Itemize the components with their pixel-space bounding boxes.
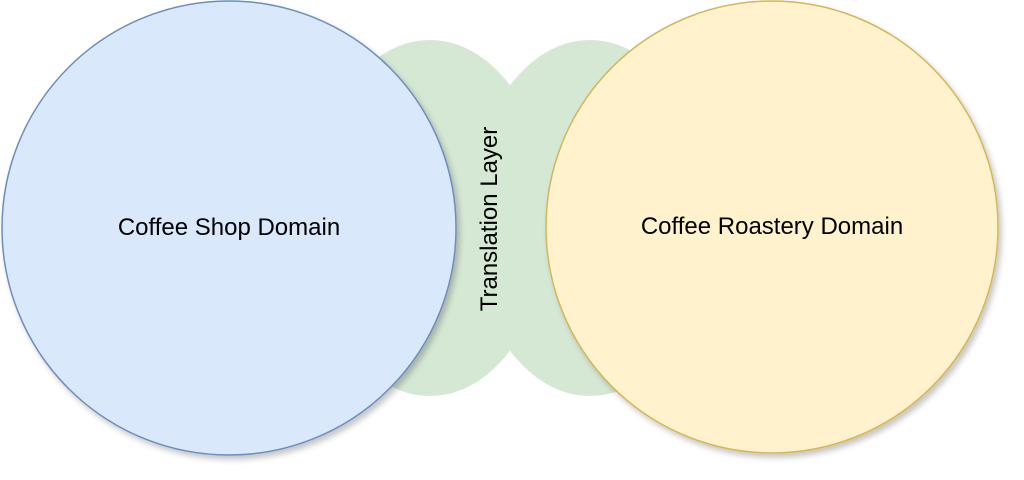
- coffee-roastery-domain-circle: [545, 0, 999, 454]
- translation-layer-label: Translation Layer: [476, 126, 503, 312]
- coffee-shop-domain-label: Coffee Shop Domain: [117, 214, 341, 241]
- coffee-roastery-domain-label: Coffee Roastery Domain: [640, 213, 904, 240]
- coffee-shop-domain-circle: [1, 0, 457, 456]
